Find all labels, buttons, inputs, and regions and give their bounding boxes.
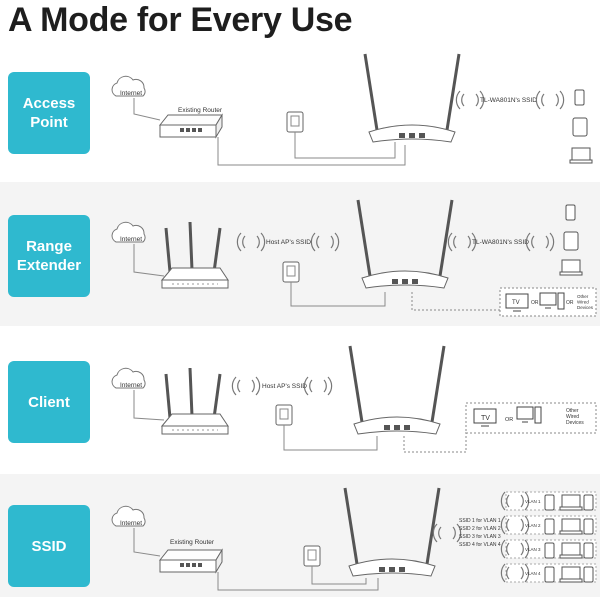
power-outlet-icon xyxy=(282,261,300,283)
wifi-signal-icon xyxy=(525,232,555,252)
tv-label: TV xyxy=(512,300,520,306)
page-title: A Mode for Every Use xyxy=(8,1,353,39)
laptop-icon xyxy=(559,566,583,583)
ssid-list-item: SSID 4 for VLAN 4 xyxy=(459,542,501,548)
or-label: OR xyxy=(505,417,513,423)
phone-icon xyxy=(544,494,555,511)
vlan-label: VLAN 4 xyxy=(525,571,541,576)
phone-icon xyxy=(583,518,594,535)
mode-label-ssid: SSID xyxy=(8,505,90,587)
ap-ssid-label: TL-WA801N's SSID xyxy=(480,97,537,104)
router-icon xyxy=(159,549,223,573)
vlan-row: VLAN 4 xyxy=(500,563,597,583)
router-label: Existing Router xyxy=(170,539,215,546)
access-point-icon xyxy=(356,198,454,290)
ssid-list-item: SSID 3 for VLAN 3 xyxy=(459,534,501,540)
or-label: OR xyxy=(566,300,574,306)
tablet-icon xyxy=(563,231,579,251)
ssid-diagram: Internet Existing Router SSID 1 for VLAN… xyxy=(111,486,597,591)
ssid-list-item: SSID 1 for VLAN 1 xyxy=(459,518,501,524)
laptop-icon xyxy=(559,494,583,511)
router-icon xyxy=(159,114,223,138)
wifi-signal-icon xyxy=(231,376,261,396)
mode-label-range-extender: Range Extender xyxy=(8,215,90,297)
phone-icon xyxy=(583,542,594,559)
internet-label: Internet xyxy=(120,236,142,243)
laptop-icon xyxy=(559,259,583,276)
wifi-signal-icon xyxy=(432,523,462,543)
laptop-icon xyxy=(559,542,583,559)
router-icon xyxy=(160,366,230,436)
vlan-row: VLAN 3 xyxy=(500,539,597,559)
range-extender-diagram: Internet Host AP's SSID TL-WA801N's SSID… xyxy=(111,198,597,317)
phone-icon xyxy=(583,566,594,583)
internet-label: Internet xyxy=(120,90,142,97)
wifi-signal-icon xyxy=(236,232,266,252)
router-icon xyxy=(160,220,230,290)
laptop-icon xyxy=(559,518,583,535)
phone-icon xyxy=(583,494,594,511)
section-ssid xyxy=(0,474,600,597)
vlan-label: VLAN 3 xyxy=(525,547,541,552)
wifi-signal-icon xyxy=(535,90,565,110)
or-label: OR xyxy=(531,300,539,306)
phone-icon xyxy=(544,518,555,535)
phone-icon xyxy=(565,204,576,221)
power-outlet-icon xyxy=(286,111,304,133)
mode-label-access-point: Access Point xyxy=(8,72,90,154)
vlan-label: VLAN 1 xyxy=(525,499,541,504)
internet-label: Internet xyxy=(120,382,142,389)
wifi-signal-icon xyxy=(303,376,333,396)
access-point-icon xyxy=(343,486,441,578)
ssid-list-item: SSID 2 for VLAN 2 xyxy=(459,526,501,532)
access-point-diagram: Internet Existing Router TL-WA801N's SSI… xyxy=(111,52,593,166)
internet-label: Internet xyxy=(120,520,142,527)
ap-ssid-label: TL-WA801N's SSID xyxy=(472,239,529,246)
power-outlet-icon xyxy=(275,404,293,426)
vlan-row: VLAN 2 xyxy=(500,515,597,535)
phone-icon xyxy=(544,542,555,559)
mode-label-client: Client xyxy=(8,361,90,443)
host-ssid-label: Host AP's SSID xyxy=(266,239,311,246)
tablet-icon xyxy=(572,117,588,137)
laptop-icon xyxy=(569,147,593,164)
power-outlet-icon xyxy=(303,545,321,567)
phone-icon xyxy=(544,566,555,583)
access-point-icon xyxy=(348,344,446,436)
wifi-signal-icon xyxy=(310,232,340,252)
access-point-icon xyxy=(363,52,461,144)
phone-icon xyxy=(574,89,585,106)
vlan-row: VLAN 1 xyxy=(500,491,597,511)
tv-label: TV xyxy=(481,415,490,422)
vlan-label: VLAN 2 xyxy=(525,523,541,528)
host-ssid-label: Host AP's SSID xyxy=(262,383,307,390)
router-label: Existing Router xyxy=(178,107,223,114)
